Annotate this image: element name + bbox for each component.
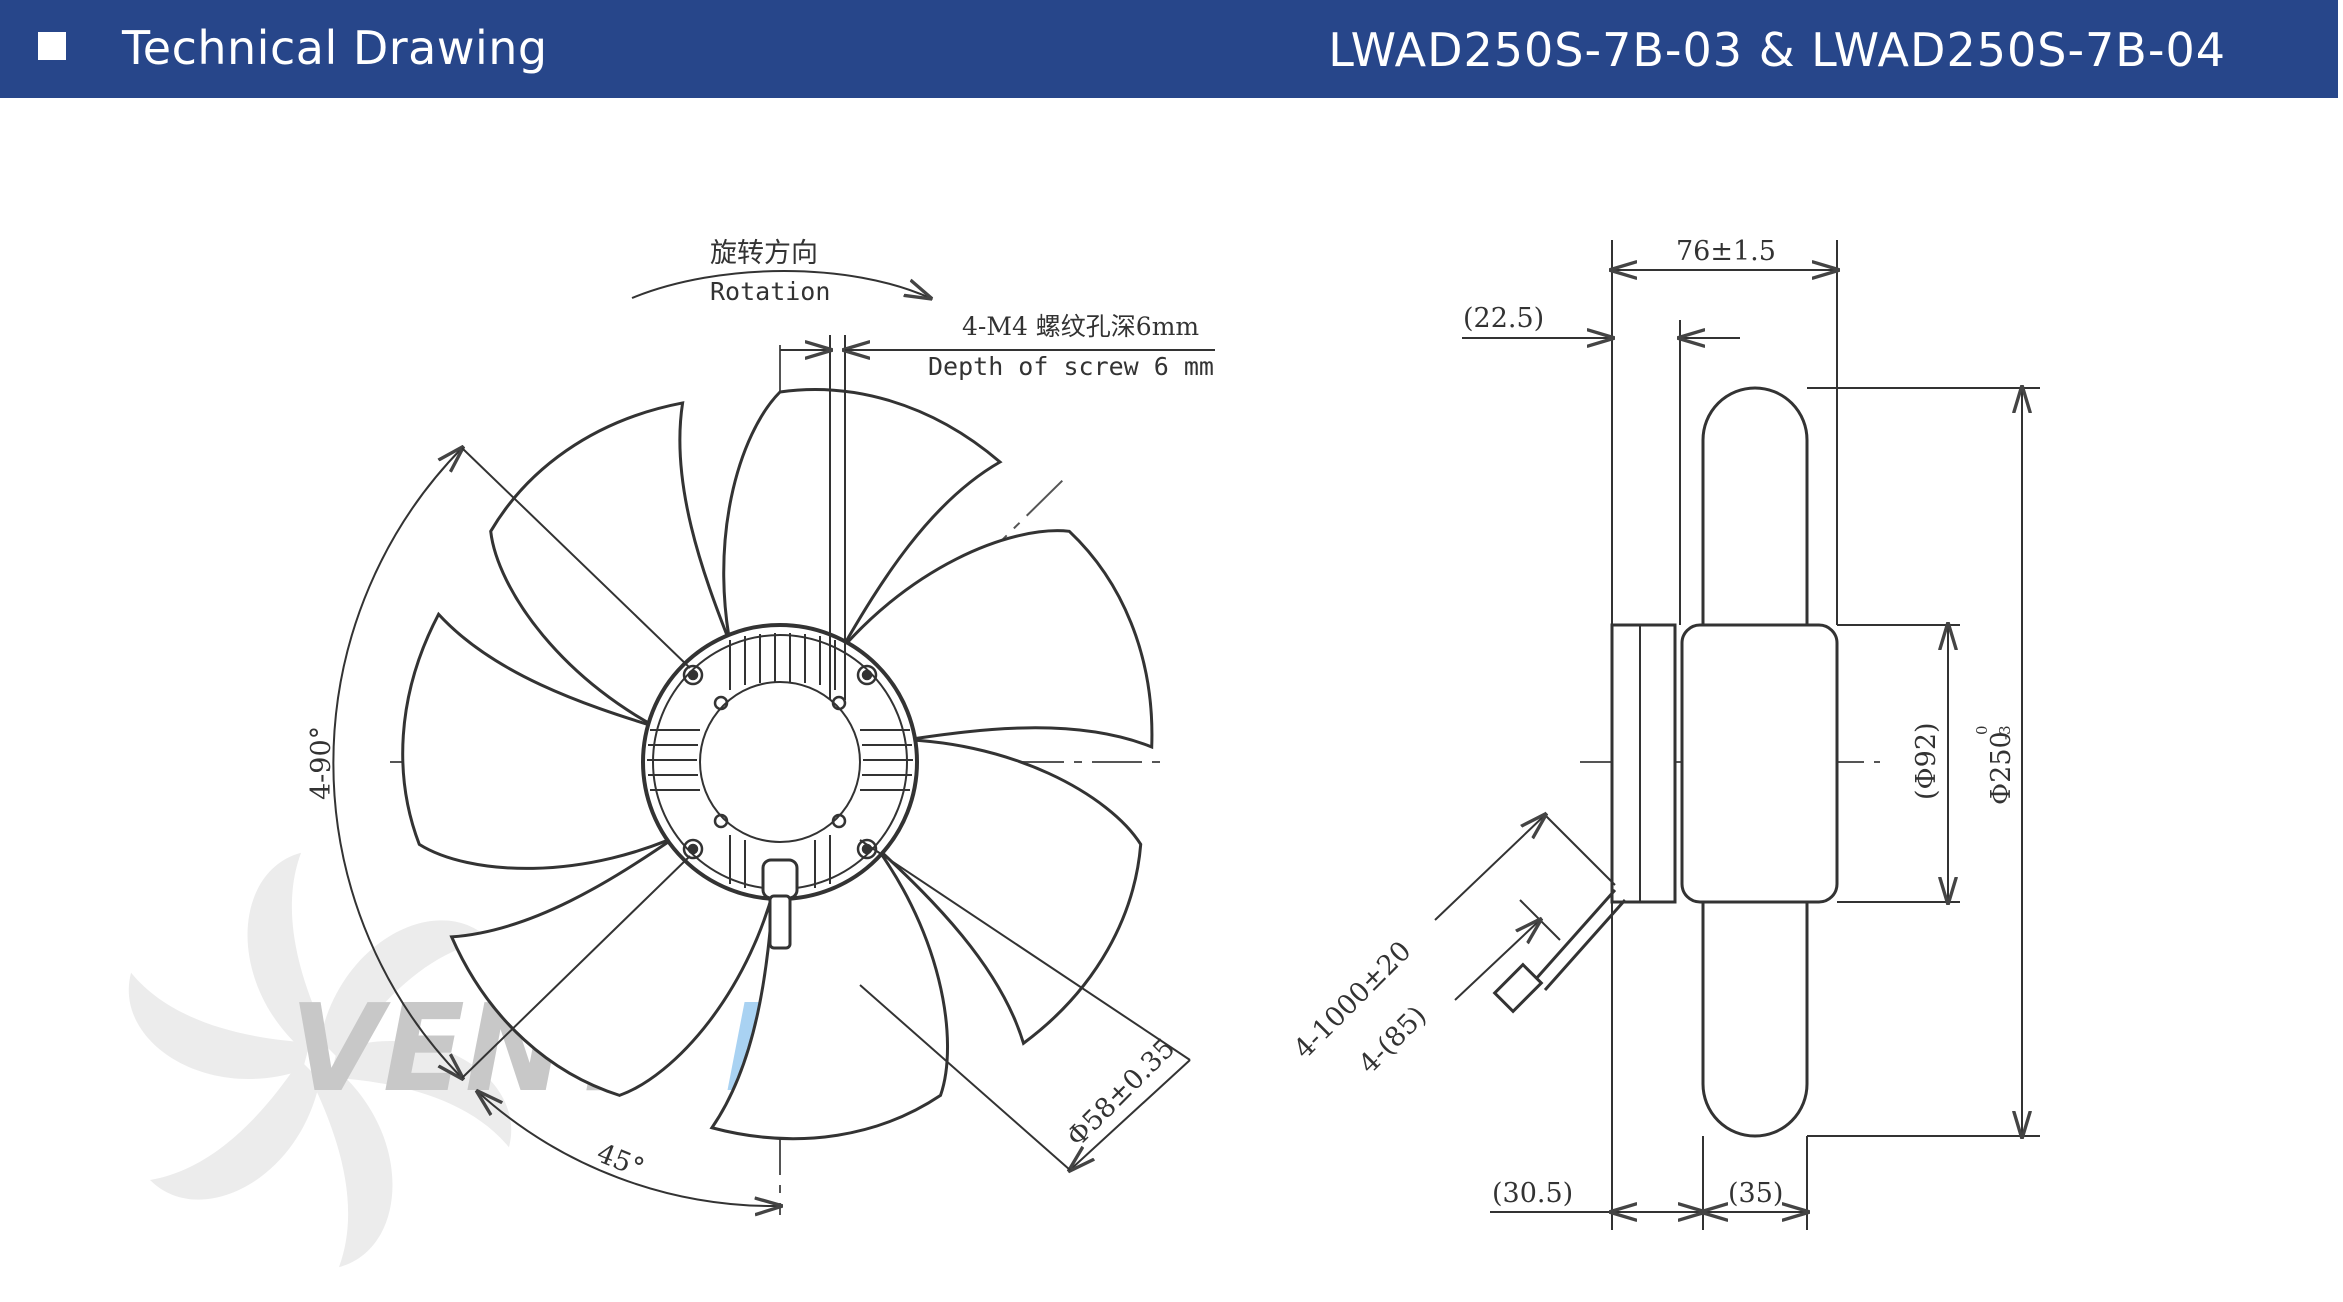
fan-diameter-label: Φ250 (1986, 731, 2017, 805)
rotation-arrow (631, 270, 930, 298)
square-bullet-icon (38, 32, 66, 60)
blade (872, 737, 1143, 1046)
blade (824, 529, 1154, 750)
width-total-label: 76±1.5 (1676, 236, 1776, 267)
model-number: LWAD250S-7B-03 & LWAD250S-7B-04 (1328, 23, 2226, 77)
motor-rotor (1680, 623, 1839, 904)
offset-bottom-label: (30.5) (1492, 1178, 1573, 1209)
angle-90-label: 4-90° (306, 726, 337, 800)
angle-45-arc (478, 1092, 780, 1206)
page-title: Technical Drawing (122, 21, 548, 75)
blade (489, 401, 734, 740)
rotation-label-en: Rotation (710, 277, 830, 306)
front-view (332, 270, 1215, 1215)
hole-diameter-label: Φ58±0.35 (1061, 1033, 1181, 1153)
motor-hub (641, 623, 919, 950)
blade (449, 833, 782, 1097)
header-bar: Technical Drawing LWAD250S-7B-03 & LWAD2… (0, 0, 2338, 98)
rotation-label-cn: 旋转方向 (710, 238, 818, 269)
fan-diameter-tol-upper: 0 (1973, 725, 1991, 735)
blade-width-label: (35) (1728, 1178, 1783, 1209)
angle-90-arc (332, 448, 462, 1078)
fan-diameter-tol-lower: -3 (1996, 725, 2014, 740)
motor-body (1610, 623, 1677, 904)
screw-label-en: Depth of screw 6 mm (928, 352, 1214, 381)
offset-top-label: (22.5) (1463, 303, 1544, 334)
screw-dimension (780, 335, 1215, 700)
motor-diameter-label: (Φ92) (1911, 722, 1942, 800)
side-view (1434, 240, 2040, 1230)
side-cable (1492, 889, 1627, 1014)
fan-blades (401, 388, 1154, 1141)
side-dimension-lines (1434, 240, 2040, 1230)
screw-label-cn: 4-M4 螺纹孔深6mm (962, 312, 1199, 341)
cooling-fins (647, 633, 913, 888)
blade (722, 388, 1003, 669)
hole-diameter-dimension (859, 839, 1191, 1170)
cable-strip-label: 4-(85) (1353, 1000, 1433, 1080)
technical-drawing: VENT EL (128, 236, 2040, 1268)
cable-gland (761, 858, 799, 950)
blade (401, 611, 700, 870)
blade (709, 826, 949, 1141)
angle-45-label: 45° (592, 1138, 648, 1185)
